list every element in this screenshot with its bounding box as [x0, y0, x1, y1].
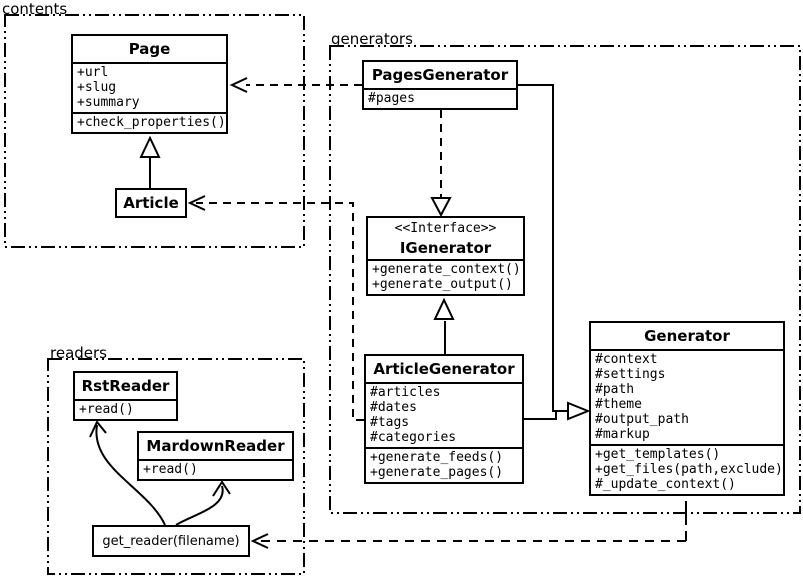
class-mardown-reader-name: MardownReader: [146, 437, 285, 455]
method: +generate_context(): [372, 262, 521, 277]
generalization-triangle-icon: [433, 297, 455, 320]
attribute: +summary: [77, 95, 140, 110]
attribute: #pages: [368, 91, 415, 106]
attribute: #theme: [595, 397, 642, 412]
attribute: #markup: [595, 427, 650, 442]
class-igenerator-stereotype: <<Interface>>: [394, 221, 497, 236]
class-mardown-reader: MardownReader +read(): [137, 431, 294, 481]
package-label-readers: readers: [50, 344, 107, 362]
class-page-attributes: +url +slug +summary: [73, 62, 226, 112]
class-generator-attributes: #context #settings #path #theme #output_…: [591, 349, 783, 444]
class-page-name: Page: [128, 40, 171, 58]
class-igenerator-name: IGenerator: [399, 239, 492, 257]
class-page: Page +url +slug +summary +check_properti…: [71, 34, 228, 134]
method: +read(): [79, 402, 134, 417]
attribute: +slug: [77, 80, 117, 95]
edge-articlegenerator-depends-article: [187, 195, 364, 421]
class-pages-generator-attributes: #pages: [364, 88, 516, 108]
class-article: Article: [115, 188, 187, 218]
attribute: #context: [595, 352, 658, 367]
class-igenerator: <<Interface>> IGenerator +generate_conte…: [366, 216, 525, 296]
class-igenerator-methods: +generate_context() +generate_output(): [368, 259, 523, 294]
open-arrow-icon: [212, 480, 231, 497]
function-get-reader: get_reader(filename): [92, 525, 250, 557]
class-rst-reader-name: RstReader: [81, 377, 170, 395]
attribute: #path: [595, 382, 635, 397]
package-label-contents: contents: [2, 0, 68, 18]
method: +generate_feeds(): [370, 450, 504, 465]
edge-generators-extend-generator: [518, 84, 591, 421]
attribute: #output_path: [595, 412, 689, 427]
edge-article-extends-page: [139, 135, 161, 188]
class-article-generator-name: ArticleGenerator: [373, 360, 515, 378]
class-generator-methods: +get_templates() +get_files(path,exclude…: [591, 444, 783, 494]
generalization-triangle-icon: [567, 401, 591, 421]
method: #_update_context(): [595, 477, 736, 492]
edge-pagesgenerator-implements-igenerator: [430, 110, 452, 218]
method: +get_files(path,exclude): [595, 462, 783, 477]
class-generator-name: Generator: [644, 327, 730, 345]
method: +read(): [143, 462, 198, 477]
class-article-generator-attributes: #articles #dates #tags #categories: [366, 382, 522, 447]
class-mardown-reader-methods: +read(): [139, 459, 292, 479]
method: +get_templates(): [595, 447, 721, 462]
class-pages-generator: PagesGenerator #pages: [362, 60, 518, 110]
generalization-triangle-icon: [139, 135, 161, 158]
class-page-methods: +check_properties(): [73, 112, 226, 132]
open-arrow-icon: [229, 77, 248, 93]
class-article-generator-methods: +generate_feeds() +generate_pages(): [366, 447, 522, 482]
class-pages-generator-name: PagesGenerator: [371, 66, 509, 84]
generalization-triangle-icon: [430, 197, 452, 218]
edge-getreader-to-mardownreader: [175, 480, 231, 526]
method: +generate_pages(): [370, 465, 504, 480]
edge-articlegenerator-extends-igenerator: [433, 297, 455, 354]
open-arrow-icon: [250, 533, 269, 549]
class-rst-reader-methods: +read(): [75, 399, 176, 419]
function-get-reader-label: get_reader(filename): [102, 533, 240, 549]
edge-pagesgenerator-depends-page: [229, 77, 362, 93]
package-label-generators: generators: [331, 30, 413, 48]
attribute: +url: [77, 65, 109, 80]
class-article-generator: ArticleGenerator #articles #dates #tags …: [364, 354, 524, 484]
attribute: #articles: [370, 385, 441, 400]
method: +generate_output(): [372, 277, 513, 292]
attribute: #dates: [370, 400, 417, 415]
class-generator: Generator #context #settings #path #them…: [589, 321, 785, 496]
attribute: #tags: [370, 415, 410, 430]
edge-generator-depends-getreader: [250, 501, 687, 549]
attribute: #categories: [370, 430, 457, 445]
open-arrow-icon: [187, 195, 206, 211]
class-article-name: Article: [123, 194, 179, 212]
open-arrow-icon: [89, 420, 107, 438]
class-rst-reader: RstReader +read(): [73, 371, 178, 421]
attribute: #settings: [595, 367, 666, 382]
method: +check_properties(): [77, 115, 226, 130]
